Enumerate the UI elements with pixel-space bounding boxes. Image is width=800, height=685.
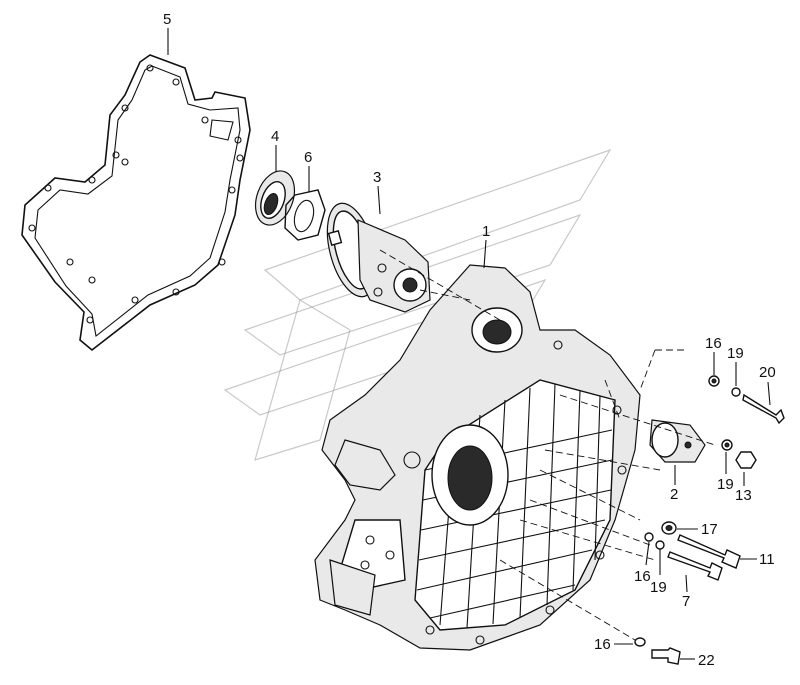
hardware-parts: [634, 375, 785, 665]
gear-assembly-part-3: [326, 202, 431, 313]
callout-16-top: 16: [705, 335, 722, 352]
callout-22: 22: [698, 652, 715, 669]
seal-part-4: [254, 170, 296, 226]
flywheel-housing-part-1: [314, 264, 641, 651]
callout-2: 2: [670, 486, 678, 503]
gasket-part-5: [21, 54, 251, 352]
callout-6: 6: [304, 149, 312, 166]
cover-part-2: [649, 419, 706, 463]
callout-3: 3: [373, 169, 381, 186]
callout-5: 5: [163, 11, 171, 28]
callout-11: 11: [759, 551, 775, 568]
callout-17: 17: [701, 521, 718, 538]
callout-7: 7: [682, 593, 690, 610]
callout-20: 20: [759, 364, 776, 381]
callout-19-mid: 19: [717, 476, 734, 493]
callout-4: 4: [271, 128, 279, 145]
callout-19-top: 19: [727, 345, 744, 362]
callout-16-bottom: 16: [594, 636, 611, 653]
callout-13: 13: [735, 487, 752, 504]
leader-lines: [167, 28, 771, 660]
callout-19-low: 19: [650, 579, 667, 596]
callout-1: 1: [482, 223, 490, 240]
gasket-part-6: [284, 189, 326, 241]
callout-labels: 5 4 6 3 1 16 19 20 2 19 13 17 11 16 19 7…: [163, 11, 776, 669]
callout-16-mid: 16: [634, 568, 651, 585]
assembly-lines: [379, 249, 716, 641]
